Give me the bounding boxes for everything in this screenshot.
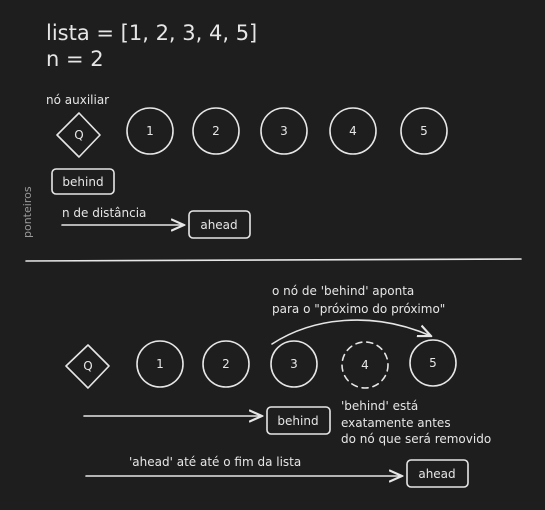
node-2-bottom: 2: [202, 340, 250, 388]
node-4-top: 4: [329, 107, 377, 155]
ahead-pointer-top-label: ahead: [200, 218, 237, 232]
aux-node-top-label: Q: [74, 128, 83, 142]
behind-pointer-top-label: behind: [62, 175, 103, 189]
ahead-pointer-top: ahead: [188, 210, 251, 239]
node-3-top-label: 3: [280, 124, 288, 138]
n-definition: n = 2: [46, 47, 104, 71]
node-3-top: 3: [260, 107, 308, 155]
node-4-top-label: 4: [349, 124, 357, 138]
node-5-top: 5: [400, 107, 448, 155]
distance-caption: n de distância: [62, 206, 146, 220]
aux-node-top: Q: [56, 112, 101, 158]
ahead-pointer-bottom-label: ahead: [418, 467, 455, 481]
node-1-bottom: 1: [136, 340, 184, 388]
node-1-top-label: 1: [146, 124, 154, 138]
behind-note-line2: exatamente antes: [341, 416, 451, 430]
behind-pointer-bottom-label: behind: [277, 414, 318, 428]
node-5-bottom-label: 5: [429, 356, 437, 370]
node-3-bottom-label: 3: [290, 357, 298, 371]
aux-node-bottom-label: Q: [83, 359, 92, 373]
pointers-side-label: ponteiros: [21, 186, 34, 238]
list-definition: lista = [1, 2, 3, 4, 5]: [46, 21, 257, 45]
node-2-top: 2: [192, 107, 240, 155]
behind-note-line3: do nó que será removido: [341, 432, 491, 446]
node-3-bottom: 3: [270, 340, 318, 388]
behind-note-line1: 'behind' está: [341, 399, 418, 413]
node-2-top-label: 2: [212, 124, 220, 138]
node-1-top: 1: [126, 107, 174, 155]
ahead-note: 'ahead' até até o fim da lista: [129, 455, 301, 469]
aux-node-bottom: Q: [65, 344, 110, 389]
aux-node-caption: nó auxiliar: [46, 93, 109, 107]
node-2-bottom-label: 2: [222, 357, 230, 371]
node-1-bottom-label: 1: [156, 357, 164, 371]
skip-pointer-arrow: [271, 319, 431, 345]
node-4-removed: 4: [341, 341, 389, 389]
behind-pointer-bottom: behind: [266, 406, 331, 435]
behind-pointer-top: behind: [51, 168, 115, 195]
section-divider: [25, 258, 522, 262]
ahead-pointer-bottom: ahead: [406, 459, 469, 488]
next-of-next-note-line2: para o "próximo do próximo": [272, 302, 445, 316]
node-5-bottom: 5: [409, 339, 457, 387]
next-of-next-note-line1: o nó de 'behind' aponta: [272, 284, 414, 298]
node-5-top-label: 5: [420, 124, 428, 138]
node-4-removed-label: 4: [361, 358, 369, 372]
